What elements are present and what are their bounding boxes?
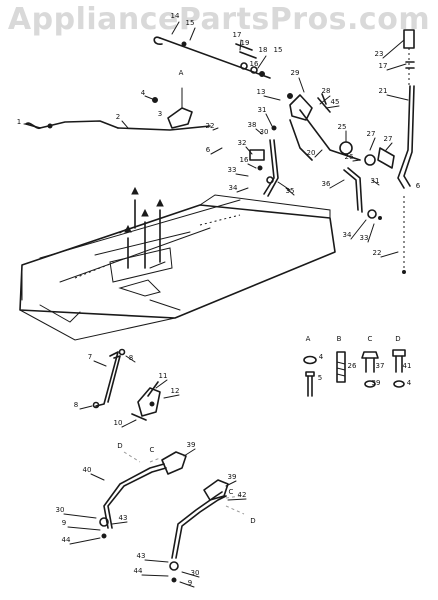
callout-label: C: [150, 446, 155, 454]
callout-label: D: [250, 517, 255, 525]
callout-label: 16: [250, 60, 259, 68]
callout-label: 22: [206, 122, 215, 130]
callout-label: 8: [129, 354, 133, 362]
callout-label: 16: [240, 156, 249, 164]
callout-label: 22: [373, 249, 382, 257]
hardware-legend: [303, 349, 406, 397]
callout-label: D: [117, 442, 122, 450]
callout-label: 34: [229, 184, 238, 192]
callout-label: 26: [348, 362, 357, 370]
callout-label: 32: [238, 139, 247, 147]
callout-label: 8: [74, 401, 78, 409]
callout-label: 25: [338, 123, 347, 131]
callout-label: 23: [375, 50, 384, 58]
callout-label: 3: [158, 110, 162, 118]
callout-label: 20: [307, 149, 316, 157]
callout-label: 30: [260, 128, 269, 136]
callout-label: 4: [407, 379, 412, 387]
pedal-arms: [119, 186, 166, 269]
callout-label: 9: [188, 579, 192, 587]
callout-label: 18: [259, 46, 268, 54]
callout-label: 27: [384, 135, 393, 143]
watermark-text: AppliancePartsPros.com: [7, 2, 431, 37]
callout-label: 42: [238, 491, 247, 499]
hook-36: [343, 167, 382, 220]
callout-label: 7: [88, 353, 92, 361]
callout-label: 29: [291, 69, 300, 77]
arm-35: [249, 139, 291, 197]
callout-label: 5: [318, 374, 322, 382]
callout-label: 33: [360, 234, 369, 242]
callout-label: 37: [376, 362, 385, 370]
callout-label: 44: [62, 536, 71, 544]
callout-label: 30: [56, 506, 65, 514]
callout-label: 17: [379, 62, 388, 70]
part-3-bracket: [144, 87, 193, 129]
callout-label: B: [337, 335, 342, 343]
callout-label: 41: [403, 362, 412, 370]
callout-label: 15: [186, 19, 195, 27]
callout-label: 9: [62, 519, 66, 527]
callout-label: A: [306, 335, 311, 343]
callout-label: 40: [83, 466, 92, 474]
callout-label: 38: [248, 121, 257, 129]
callout-label: 43: [137, 552, 146, 560]
callout-label: 1: [17, 118, 21, 126]
callout-label: 45: [331, 98, 340, 106]
callout-label: 28: [322, 87, 331, 95]
callout-label: 26: [345, 153, 354, 161]
callout-label: 10: [114, 419, 123, 427]
callout-label: 39: [372, 379, 381, 387]
callout-label: D: [395, 335, 400, 343]
leader-lines: [23, 21, 409, 588]
callout-label: 21: [379, 87, 388, 95]
callout-label: 34: [343, 231, 352, 239]
callout-label: 12: [171, 387, 180, 395]
lever-21: [397, 29, 415, 274]
callout-label: 2: [116, 113, 120, 121]
callout-label: 6: [206, 146, 211, 154]
callout-label: 27: [367, 130, 376, 138]
callout-label: C: [368, 335, 373, 343]
callout-label: 33: [228, 166, 237, 174]
rod-1: [25, 120, 211, 131]
callout-label: 44: [134, 567, 143, 575]
rod-42: [169, 479, 245, 583]
callout-label: 31: [258, 106, 267, 114]
callout-label: 43: [119, 514, 128, 522]
callout-label: 13: [257, 88, 266, 96]
callout-label: 19: [241, 39, 250, 47]
callout-label: 14: [171, 12, 180, 20]
callout-label: 4: [141, 89, 146, 97]
main-linkage: [271, 93, 395, 169]
callout-label: 17: [233, 31, 242, 39]
callout-label: 39: [228, 473, 237, 481]
callout-label: 39: [187, 441, 196, 449]
callout-label: 6: [416, 182, 421, 190]
linkage-7: [92, 348, 161, 421]
callout-label: 11: [159, 372, 168, 380]
chassis-frame: [19, 194, 336, 341]
callout-label: C: [229, 488, 234, 496]
callout-label: 4: [319, 353, 324, 361]
callout-label: 36: [322, 180, 331, 188]
upper-shaft: [153, 36, 271, 79]
callout-label: A: [179, 69, 184, 77]
callout-label: 15: [274, 46, 283, 54]
callout-label: 31: [371, 177, 380, 185]
callout-label: 30: [191, 569, 200, 577]
rod-40: [99, 451, 187, 539]
callout-label: 35: [286, 187, 295, 195]
